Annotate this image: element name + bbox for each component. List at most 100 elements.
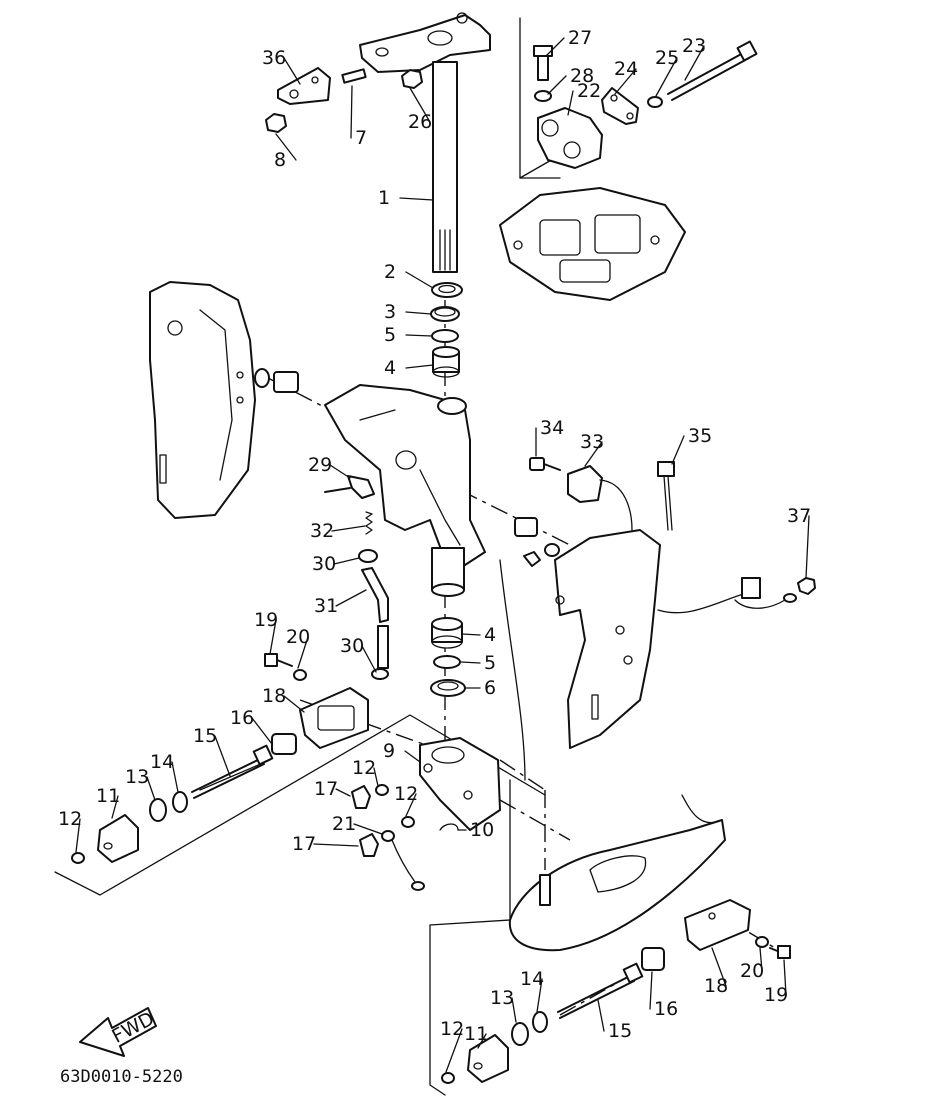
bolt-19-left [264, 653, 293, 667]
clip-30-upper [358, 549, 378, 563]
washer-14-left [172, 791, 188, 813]
leader-line-p14b [536, 978, 543, 1013]
washer-13-right [511, 1022, 529, 1046]
steering-arm-bracket [359, 12, 491, 73]
leader-line-p27 [545, 37, 565, 57]
part-label-p12a: 12 [58, 808, 82, 830]
leader-line-p28 [547, 75, 567, 95]
collar-16-right [641, 947, 665, 971]
bolt-15-left [191, 744, 274, 799]
part-label-p12c: 12 [394, 783, 418, 805]
part-label-p4a: 4 [384, 357, 396, 379]
clip-30-lower [371, 668, 389, 680]
leader-line-p16a [251, 717, 273, 745]
cap-nut-17-lower [359, 833, 379, 857]
part-label-p28: 28 [570, 65, 594, 87]
leader-line-p24 [614, 68, 637, 95]
wire-harness [657, 577, 797, 614]
switch-33 [567, 465, 633, 531]
leader-line-p18a [283, 695, 305, 713]
leader-line-p33 [584, 441, 603, 467]
leader-line-p14a [171, 761, 179, 793]
leader-line-p1 [399, 197, 434, 201]
leader-line-p35 [671, 435, 685, 465]
part-label-p20b: 20 [740, 960, 764, 982]
part-label-p15a: 15 [193, 725, 217, 747]
part-label-p30a: 30 [312, 553, 336, 575]
clip-10 [439, 823, 459, 831]
part-label-p21: 21 [332, 813, 356, 835]
part-label-p30b: 30 [340, 635, 364, 657]
drawing-code: 63D0010-5220 [60, 1067, 183, 1087]
part-label-p25: 25 [655, 47, 679, 69]
clamp-bracket-right [554, 529, 661, 749]
part-label-p11b: 11 [464, 1023, 488, 1045]
washer-2 [431, 282, 463, 298]
swivel-lower-tube [431, 547, 465, 597]
bracket-part-36 [277, 67, 331, 105]
hose-31 [361, 567, 389, 669]
washer-14-right [532, 1011, 548, 1033]
part-label-p5a: 5 [384, 324, 396, 346]
washer-25 [647, 96, 663, 108]
part-label-p12b: 12 [352, 757, 376, 779]
o-ring-5-lower [433, 655, 461, 669]
leader-line-p20b [759, 947, 763, 972]
ring-3 [430, 306, 460, 322]
long-bolt-23 [667, 40, 758, 101]
steering-shaft [432, 61, 458, 273]
seal-6 [430, 679, 466, 697]
part-label-p18b: 18 [704, 975, 728, 997]
nut-26 [401, 69, 423, 89]
part-label-p13b: 13 [490, 987, 514, 1009]
leader-line-p13a [146, 776, 156, 801]
nut-12-center-b [401, 816, 415, 828]
bushing-4-upper [432, 346, 460, 378]
leader-line-p19b [783, 959, 787, 996]
part-label-p35: 35 [688, 425, 712, 447]
leader-line-p21 [353, 823, 383, 835]
nut-37 [797, 577, 816, 595]
leader-line-p18b [711, 947, 727, 987]
cable-tie-35 [657, 461, 675, 531]
part-label-p1: 1 [378, 187, 390, 209]
leader-line-p9 [404, 750, 421, 763]
washer-28 [534, 90, 552, 102]
ground-lead-21 [381, 830, 425, 891]
leader-line-p16b [649, 971, 653, 1010]
leader-line-p12a [75, 818, 81, 853]
part-label-p8: 8 [274, 149, 286, 171]
screw-34 [529, 457, 561, 471]
bolt-15-right [557, 962, 644, 1019]
part-label-p14a: 14 [150, 751, 174, 773]
leader-line-p11b [477, 1033, 487, 1049]
bottom-cowling-mount [499, 187, 686, 301]
leader-line-p12b [373, 767, 379, 787]
leader-line-p37 [805, 515, 810, 579]
washer-20-left [293, 669, 307, 681]
clamp-block-22 [537, 107, 603, 169]
part-label-p10: 10 [470, 819, 494, 841]
leader-line-p11a [111, 795, 119, 819]
leader-line-p20a [297, 636, 309, 669]
leader-line-p31 [335, 589, 367, 607]
part-label-p4b: 4 [484, 624, 496, 646]
part-label-p19a: 19 [254, 609, 278, 631]
leader-line-p30b [361, 645, 377, 673]
pivot-bushing-right [514, 517, 560, 567]
part-label-p11a: 11 [96, 785, 120, 807]
leader-line-p5b [460, 661, 481, 664]
part-label-p14b: 14 [520, 968, 544, 990]
leader-line-p17b [313, 843, 359, 847]
o-ring-5-upper [431, 329, 459, 343]
part-label-p5b: 5 [484, 652, 496, 674]
part-label-p12d: 12 [440, 1018, 464, 1040]
part-label-p13a: 13 [125, 766, 149, 788]
fwd-label: FWD [108, 1008, 157, 1048]
part-label-p31: 31 [314, 595, 338, 617]
grease-nipple-29 [324, 475, 375, 499]
part-label-p29: 29 [308, 454, 332, 476]
mount-holder-9 [419, 737, 501, 831]
leader-line-p17a [335, 788, 351, 797]
